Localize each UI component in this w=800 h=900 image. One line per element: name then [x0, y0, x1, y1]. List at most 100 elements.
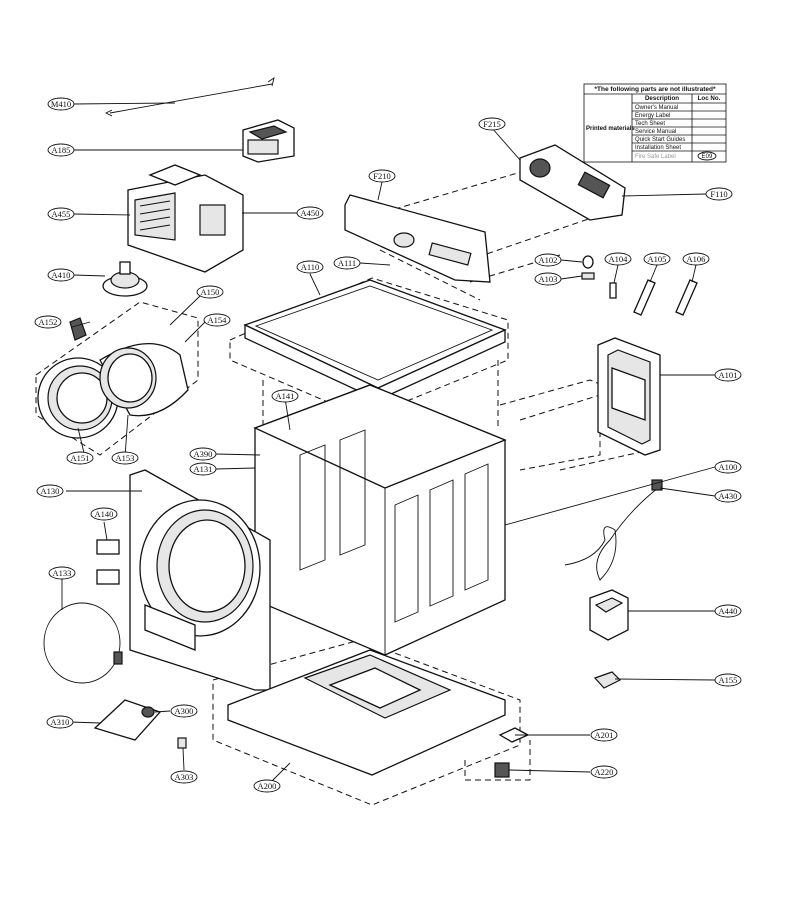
callout-label: A133	[53, 568, 72, 578]
callout-a106: A106	[682, 252, 710, 266]
callout-a390: A390	[189, 447, 217, 461]
callout-a102: A102	[534, 253, 562, 267]
callout-label: A200	[258, 781, 277, 791]
callout-label: A106	[687, 254, 706, 264]
callout-label: A155	[719, 675, 738, 685]
callout-a200: A200	[253, 779, 281, 793]
a220-leveling-foot-part	[494, 727, 530, 778]
a440-noise-filter-part	[589, 589, 629, 641]
a410-drain-part	[102, 261, 148, 297]
callout-label: A151	[71, 453, 90, 463]
a300-filter-cover-part	[93, 699, 187, 749]
table-row: Quick Start Guides	[635, 137, 685, 143]
table-row: Installation Sheet	[635, 145, 681, 151]
callout-a154: A154	[203, 313, 231, 327]
a130-front-panel-part	[129, 469, 271, 691]
table-row: Fire Safe Label	[635, 154, 676, 160]
callout-label: A100	[719, 462, 738, 472]
callout-label: A141	[276, 391, 295, 401]
callout-a310: A310	[46, 715, 74, 729]
a200-base-part	[227, 649, 506, 776]
callout-a101: A101	[714, 368, 742, 382]
callout-label: F110	[710, 189, 727, 199]
a101-rear-panel-part	[597, 337, 661, 456]
table-header-loc: Loc No.	[698, 95, 721, 102]
callout-a103: A103	[534, 272, 562, 286]
callout-a141: A141	[271, 389, 299, 403]
callout-a430: A430	[714, 489, 742, 503]
callout-a201: A201	[590, 728, 618, 742]
callout-a105: A105	[643, 252, 671, 266]
f110-display-pcb-part	[519, 144, 626, 221]
a133-gasket-ring-part	[43, 602, 123, 684]
callout-label: A154	[208, 315, 228, 325]
callout-label: A153	[116, 453, 135, 463]
callout-a455: A455	[47, 207, 75, 221]
callout-label: A152	[39, 317, 58, 327]
callout-label: A130	[41, 486, 60, 496]
callout-label: A105	[648, 254, 667, 264]
callout-a151: A151	[66, 451, 94, 465]
callout-label: F215	[483, 119, 500, 129]
callout-label: A140	[95, 509, 114, 519]
callout-a104: A104	[604, 252, 632, 266]
callout-label: A131	[194, 464, 213, 474]
callout-label: A103	[539, 274, 558, 284]
callout-label: A410	[52, 270, 71, 280]
callout-label: A300	[175, 706, 194, 716]
table-group-label: Printed materials	[586, 126, 635, 132]
callout-a110: A110	[296, 260, 324, 274]
m410-harness-part	[104, 76, 275, 117]
callout-label: A430	[719, 491, 738, 501]
not-illustrated-parts-table: *The following parts are not illustrated…	[583, 83, 727, 163]
table-title: *The following parts are not illustrated…	[595, 86, 716, 93]
table-row: Service Manual	[635, 129, 676, 135]
callout-a153: A153	[111, 451, 139, 465]
table-row: Owner's Manual	[635, 105, 678, 111]
callout-labels: M410 A185 A455 A450 A410 A152 A150 A154 …	[34, 97, 742, 793]
callout-a111: A111	[333, 256, 361, 270]
a102-a106-small-parts	[581, 255, 698, 316]
callout-a185: A185	[47, 143, 75, 157]
a450-main-pcb-part	[127, 164, 244, 273]
leader-lines	[61, 102, 716, 786]
callout-a410: A410	[47, 268, 75, 282]
callout-a133: A133	[48, 566, 76, 580]
callout-a131: A131	[189, 462, 217, 476]
callout-label: A110	[301, 262, 320, 272]
table-loc-value: E09	[702, 154, 713, 160]
callout-a140: A140	[90, 507, 118, 521]
callout-a220: A220	[590, 765, 618, 779]
callout-a300: A300	[170, 704, 198, 718]
a100-cabinet-part	[253, 384, 507, 656]
callout-a155: A155	[714, 673, 742, 687]
table-row: Energy Label	[635, 113, 670, 119]
a155-cap-part	[593, 671, 622, 689]
callout-f210: F210	[368, 169, 396, 183]
callout-m410: M410	[47, 97, 75, 111]
f210-control-panel-part	[344, 194, 491, 283]
table-row: Tech Sheet	[635, 121, 665, 127]
callout-label: A310	[51, 717, 70, 727]
callout-label: A104	[609, 254, 629, 264]
callout-label: A102	[539, 255, 558, 265]
callout-a100: A100	[714, 460, 742, 474]
callout-label: M410	[51, 99, 71, 109]
callout-a450: A450	[296, 206, 324, 220]
callout-label: A185	[52, 145, 71, 155]
callout-label: A450	[301, 208, 320, 218]
callout-label: A440	[719, 606, 738, 616]
a185-module-part	[242, 119, 295, 163]
callout-a150: A150	[196, 285, 224, 299]
callout-label: A111	[338, 258, 356, 268]
callout-label: A220	[595, 767, 614, 777]
a150-door-assembly-part	[37, 317, 189, 439]
a110-top-plate-part	[243, 279, 507, 402]
callout-label: A390	[194, 449, 213, 459]
callout-label: A455	[52, 209, 71, 219]
callout-a303: A303	[170, 770, 198, 784]
callout-a130: A130	[36, 484, 64, 498]
a430-power-cord-part	[564, 479, 663, 581]
callout-label: A303	[175, 772, 194, 782]
